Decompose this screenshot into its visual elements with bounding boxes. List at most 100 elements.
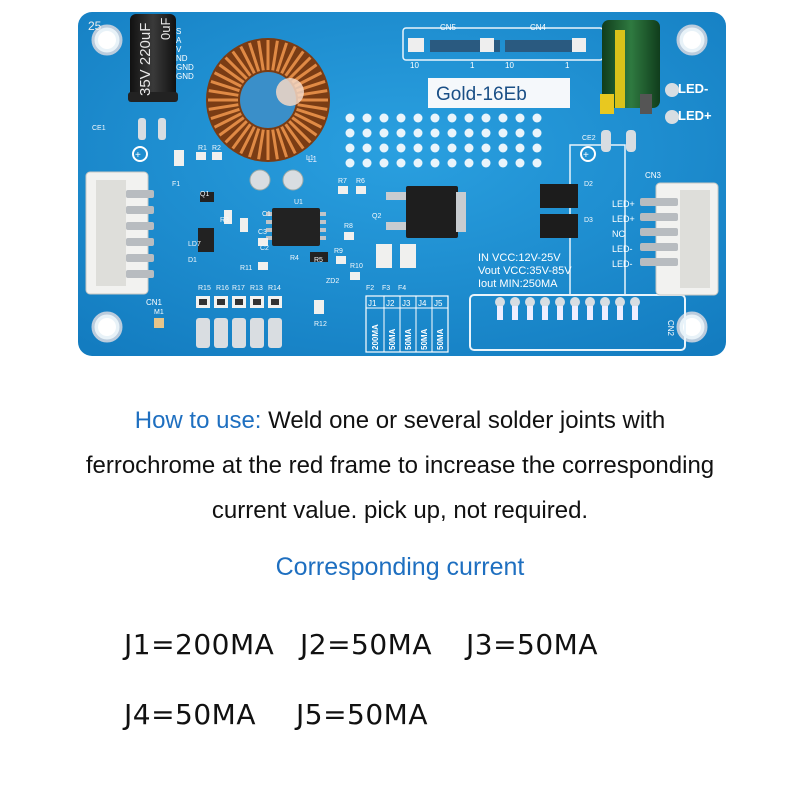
designator: R3 [220, 217, 229, 224]
how-to-use-label: How to use: [134, 407, 262, 434]
current-j2: J2=50MA [300, 628, 432, 661]
label-cn5: CN5 [440, 23, 457, 32]
connector-cn1: CN1 [85, 171, 163, 307]
right-capacitor: LED- LED+ [600, 20, 712, 152]
svg-text:25: 25 [88, 19, 102, 33]
label-m1: M1 [154, 309, 164, 316]
designator: C3 [258, 229, 267, 236]
designator: F4 [398, 285, 406, 292]
jumper-value: 50MA [420, 328, 429, 350]
svg-text:L1: L1 [308, 155, 317, 164]
designator: D1 [188, 257, 197, 264]
jumper-table: J1 200MA J2 50MA J3 50MA J4 50MA J5 50MA [365, 295, 449, 353]
designator: R15 [198, 285, 211, 292]
top-connectors: CN5 CN4 10 1 10 1 [408, 23, 586, 70]
pin-led-plus-top: LED+ [678, 108, 712, 123]
designator: R9 [334, 248, 343, 255]
instructions: How to use: Weld one or several solder j… [30, 398, 770, 533]
designator: Q2 [372, 213, 381, 220]
instruction-line-3: current value. pick up, not required. [211, 497, 589, 524]
designator: R6 [356, 178, 365, 185]
corresponding-current-title: Corresponding current [275, 553, 525, 581]
instruction-line-2: ferrochrome at the red frame to increase… [85, 452, 715, 479]
designator: R11 [240, 265, 252, 272]
svg-text:+: + [135, 150, 141, 161]
cn3-pin-label: LED- [612, 244, 633, 254]
designator: R14 [268, 285, 281, 292]
left-pin-label: GND [176, 72, 194, 81]
cap-left-partial-label: 0uF [158, 18, 173, 40]
current-j4: J4=50MA [124, 698, 256, 731]
model-text: Gold-16Eb [436, 84, 527, 105]
jumper-value: 200MA [371, 324, 380, 350]
designator: D2 [584, 181, 593, 188]
svg-text:10: 10 [410, 61, 419, 70]
instruction-text-1: Weld one or several solder joints with [268, 407, 666, 434]
spec-in: IN VCC:12V-25V [478, 252, 561, 264]
left-capacitor: 35V 220uF 0uF 25 [88, 14, 178, 140]
spec-vout: Vout VCC:35V-85V [478, 265, 572, 277]
designator: F3 [382, 285, 390, 292]
left-pin-label: V [176, 45, 182, 54]
jumper-value: 50MA [388, 328, 397, 350]
via-grid [345, 113, 542, 168]
designator: U1 [294, 199, 303, 206]
cn3-pin-label: LED+ [612, 199, 635, 209]
designator: CE1 [92, 125, 106, 132]
label-cn3: CN3 [645, 171, 662, 180]
svg-text:+: + [583, 150, 589, 161]
jumper-header: J5 [434, 299, 443, 308]
jumper-value: 50MA [404, 328, 413, 350]
mounting-holes [91, 24, 708, 343]
left-pin-label: S [176, 27, 181, 36]
svg-text:1: 1 [565, 61, 570, 70]
designator: R12 [314, 321, 327, 328]
designator: CE2 [582, 135, 596, 142]
bottom-pad-row [495, 297, 640, 320]
designator: R7 [338, 178, 347, 185]
designator: Q1 [200, 191, 209, 198]
smd-components: + + M1 [132, 146, 596, 328]
designator: R17 [232, 285, 245, 292]
designator: R4 [290, 255, 299, 262]
designator: LD7 [188, 241, 201, 248]
jumper-header: J2 [386, 299, 395, 308]
cap-left-label: 35V 220uF [137, 23, 154, 96]
designator: C2 [260, 245, 269, 252]
svg-text:1: 1 [470, 61, 475, 70]
jumper-header: J4 [418, 299, 427, 308]
cn3-pin-label: NC [612, 229, 625, 239]
designator: R2 [212, 145, 221, 152]
designator: F2 [366, 285, 374, 292]
instruction-line-1: How to use: Weld one or several solder j… [30, 398, 770, 443]
left-pin-label: A [176, 36, 182, 45]
current-j1: J1=200MA [124, 628, 275, 661]
designator: R5 [314, 257, 323, 264]
designator: R1 [198, 145, 207, 152]
label-cn4: CN4 [530, 23, 547, 32]
designator: R8 [344, 223, 353, 230]
jumper-header: J3 [402, 299, 411, 308]
jumper-header: J1 [368, 299, 377, 308]
left-pin-label: ND [176, 54, 188, 63]
designator: C1 [262, 211, 271, 218]
designator: L1 [306, 155, 314, 162]
cn3-pin-label: LED+ [612, 214, 635, 224]
current-j3: J3=50MA [466, 628, 598, 661]
jumper-resistor-row [196, 296, 282, 348]
cn3-pin-label: LED- [612, 259, 633, 269]
left-pin-label: GND [176, 63, 194, 72]
designator: R10 [350, 263, 363, 270]
toroid-inductor: L1 [206, 38, 330, 191]
designator: ZD2 [326, 278, 339, 285]
model-label: Gold-16Eb [428, 78, 570, 108]
current-j5: J5=50MA [296, 698, 428, 731]
designator: R13 [250, 285, 263, 292]
label-cn1: CN1 [146, 298, 163, 307]
svg-text:10: 10 [505, 61, 514, 70]
jumper-value: 50MA [436, 328, 445, 350]
